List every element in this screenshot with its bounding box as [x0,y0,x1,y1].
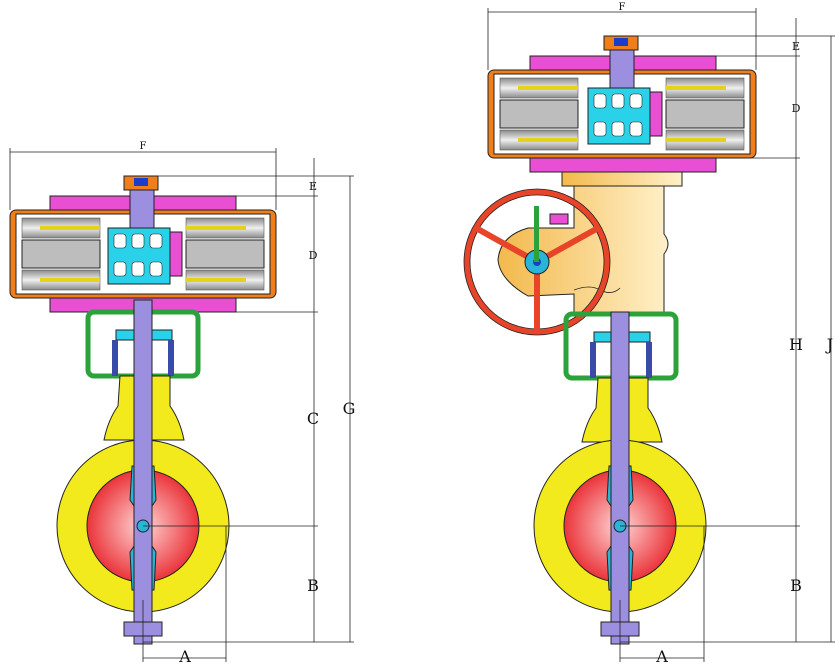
right-shaft-top [609,45,635,89]
left-pinion-holes [113,233,163,277]
right-stem [610,311,630,645]
right-label-j: J [825,335,833,354]
right-rod-top-right [666,86,726,90]
left-piston-left [21,239,101,269]
right-gearbox-top [561,171,683,187]
left-indicator-bar [169,231,183,277]
right-gearbox-body [497,185,669,313]
right-handwheel [463,188,611,336]
left-label-g: G [343,399,356,418]
right-label-d: D [792,102,801,115]
left-dimensions [9,148,354,662]
right-label-b: B [790,576,802,595]
left-piston-right [185,239,265,269]
right-rod-bottom-right [666,138,726,142]
left-label-a: A [178,647,191,666]
left-label-f: F [140,141,147,152]
right-shaft-cap-inner [614,38,628,46]
right-valve: F E D H J B A [463,2,835,666]
left-stem [133,299,153,645]
right-rod-bottom-left [518,138,578,142]
left-rod-top-left [40,226,100,230]
left-label-c: C [307,409,319,428]
left-rod-top-right [186,226,246,230]
right-rod-top-left [518,86,578,90]
right-actuator [487,35,757,173]
left-valve: F E D C G B A [9,141,356,666]
right-coupling-post-right [646,342,652,378]
left-actuator [9,175,277,313]
left-coupling-post-left [112,340,118,376]
handwheel-rim-outline-outer [463,188,611,336]
left-rod-bottom-right [186,278,246,282]
right-label-e: E [792,40,800,53]
right-label-a: A [655,647,668,666]
right-label-f: F [619,2,626,13]
right-piston-left [499,99,579,129]
left-label-e: E [309,180,317,193]
left-label-d: D [309,249,318,262]
right-dimensions [487,8,835,662]
handwheel-shaft [534,206,539,262]
left-rod-bottom-left [40,278,100,282]
right-pinion-holes [593,93,643,137]
left-shaft-top [129,185,155,229]
handwheel-indicator [549,213,569,225]
right-bottom-cap [529,157,717,173]
right-coupling-post-left [590,342,596,378]
right-indicator-bar [649,91,663,137]
right-label-h: H [789,335,803,354]
left-coupling-post-right [168,340,174,376]
left-shaft-cap-inner [134,178,148,186]
right-piston-right [665,99,745,129]
left-label-b: B [307,576,319,595]
